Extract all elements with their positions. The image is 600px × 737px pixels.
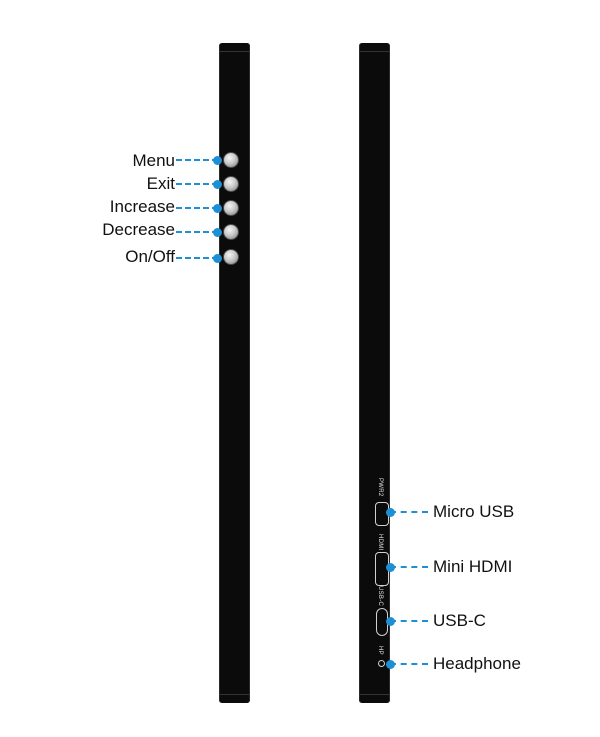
- on-off-leader: [176, 257, 218, 259]
- exit-leader-dot: [213, 180, 222, 189]
- increase-button[interactable]: [223, 200, 239, 216]
- micro-usb-marking: PWR2: [377, 478, 383, 497]
- on-off-leader-dot: [213, 254, 222, 263]
- decrease-label: Decrease: [102, 220, 175, 239]
- left-side-top-cap: [219, 43, 250, 52]
- headphone-marking: HP: [377, 646, 383, 655]
- right-side-top-cap: [359, 43, 390, 52]
- left-side-bottom-cap: [219, 694, 250, 703]
- menu-leader-dot: [213, 156, 222, 165]
- usb-c-leader: [390, 620, 428, 622]
- headphone-leader: [390, 663, 428, 665]
- usb-c-marking: USB-C: [377, 586, 383, 607]
- menu-label: Menu: [132, 151, 175, 170]
- exit-label: Exit: [146, 174, 175, 193]
- increase-label: Increase: [109, 197, 175, 216]
- decrease-leader-dot: [213, 228, 222, 237]
- right-side-bottom-cap: [359, 694, 390, 703]
- mini-hdmi-marking: HDMI: [377, 534, 383, 551]
- increase-leader-dot: [213, 204, 222, 213]
- menu-leader: [176, 159, 218, 161]
- headphone-jack[interactable]: [378, 660, 385, 667]
- mini-hdmi-leader: [390, 566, 428, 568]
- usb-c-label: USB-C: [433, 611, 486, 630]
- exit-leader: [176, 183, 218, 185]
- right-side-panel: [359, 43, 390, 703]
- decrease-button[interactable]: [223, 224, 239, 240]
- micro-usb-label: Micro USB: [433, 502, 515, 521]
- headphone-label: Headphone: [433, 654, 521, 673]
- exit-button[interactable]: [223, 176, 239, 192]
- mini-hdmi-label: Mini HDMI: [433, 557, 513, 576]
- micro-usb-leader: [390, 511, 428, 513]
- increase-leader: [176, 207, 218, 209]
- menu-button[interactable]: [223, 152, 239, 168]
- decrease-leader: [176, 231, 218, 233]
- power-button[interactable]: [223, 249, 239, 265]
- on-off-label: On/Off: [125, 247, 175, 266]
- left-side-panel: [219, 43, 250, 703]
